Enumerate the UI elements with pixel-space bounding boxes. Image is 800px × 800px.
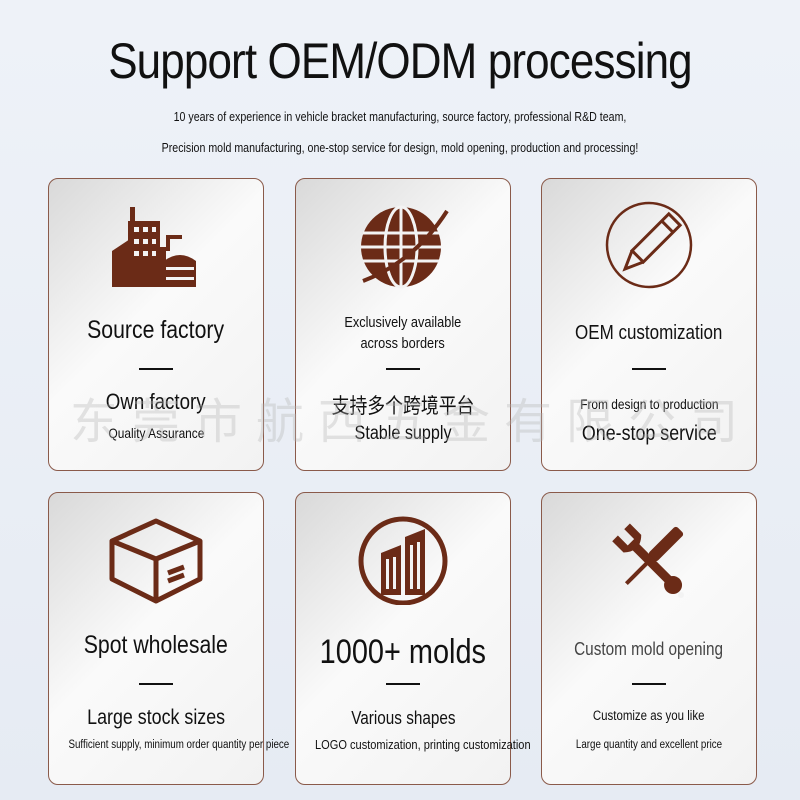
tools-icon	[612, 523, 684, 598]
card-oem-customization: OEM customization From design to product…	[541, 178, 757, 471]
divider	[632, 683, 666, 685]
page-title: Support OEM/ODM processing	[108, 33, 692, 89]
card-source-factory: Source factory Own factory Quality Assur…	[48, 178, 264, 471]
card-subtitle: Customize as you like	[593, 708, 705, 723]
card-title: Exclusively available	[344, 314, 462, 331]
globe-icon	[361, 205, 449, 289]
card-subtitle: Own factory	[106, 389, 206, 414]
card-description: Large quantity and excellent price	[575, 739, 723, 751]
buildings-icon	[358, 516, 448, 605]
card-cross-border: Exclusively available across borders 支持多…	[295, 178, 511, 471]
divider	[386, 683, 420, 685]
factory-icon	[112, 207, 196, 287]
card-title: Source factory	[87, 316, 225, 344]
card-title-line-2: across borders	[360, 335, 446, 352]
card-subtitle: Large stock sizes	[87, 706, 225, 729]
card-molds: 1000+ molds Various shapes LOGO customiz…	[295, 492, 531, 785]
card-description: Stable supply	[354, 423, 452, 444]
card-spot-wholesale: Spot wholesale Large stock sizes Suffici…	[48, 492, 289, 785]
subtitle-line-1: 10 years of experience in vehicle bracke…	[173, 110, 627, 124]
card-title: Custom mold opening	[574, 639, 724, 659]
card-title: OEM customization	[575, 322, 723, 344]
card-title: Spot wholesale	[83, 631, 229, 659]
divider	[139, 368, 173, 370]
card-title: 1000+ molds	[319, 633, 487, 671]
card-subtitle: 支持多个跨境平台	[331, 395, 475, 418]
card-custom-mold: Custom mold opening Customize as you lik…	[541, 492, 757, 785]
pencil-icon	[605, 201, 693, 289]
card-description: One-stop service	[581, 422, 717, 445]
card-description: Quality Assurance	[108, 425, 204, 441]
card-description: Sufficient supply, minimum order quantit…	[68, 739, 290, 751]
card-subtitle: From design to production	[579, 396, 719, 412]
card-description: LOGO customization, printing customizati…	[315, 737, 531, 752]
card-subtitle: Various shapes	[350, 708, 456, 728]
divider	[139, 683, 173, 685]
box-icon	[109, 518, 203, 604]
divider	[632, 368, 666, 370]
subtitle-line-2: Precision mold manufacturing, one-stop s…	[161, 141, 639, 155]
divider	[386, 368, 420, 370]
